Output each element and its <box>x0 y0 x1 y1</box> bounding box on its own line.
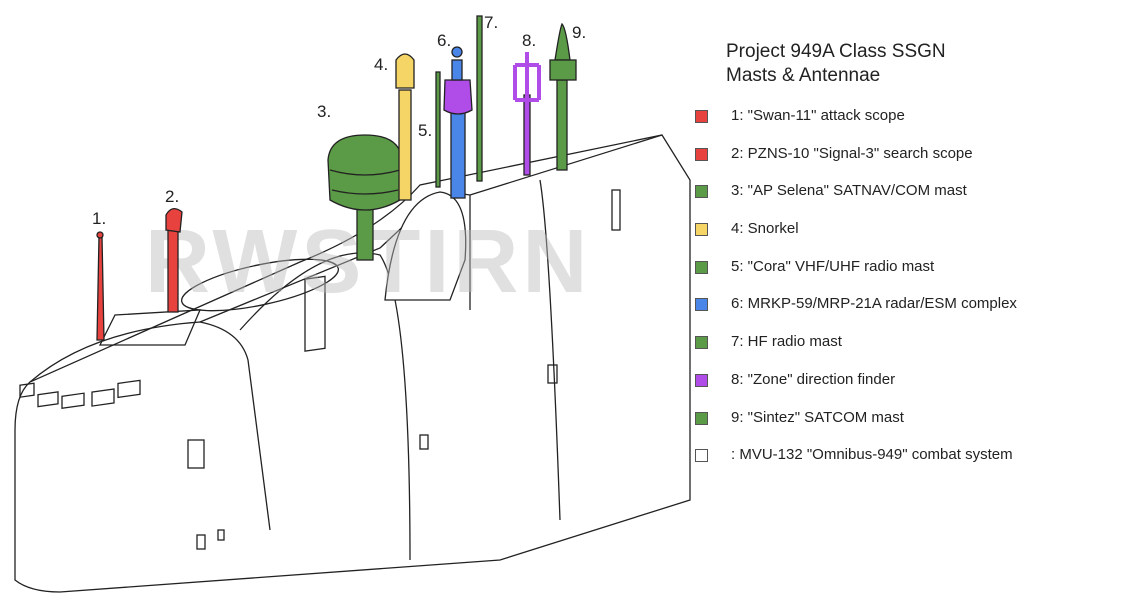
mast-9-sintez <box>549 22 577 171</box>
legend-label: : MVU-132 "Omnibus-949" combat system <box>731 446 1013 464</box>
title-line-2: Masts & Antennae <box>726 65 881 86</box>
mast-label-5: 5. <box>418 121 432 140</box>
legend-swatch <box>695 411 708 425</box>
legend-label: 2: PZNS-10 "Signal-3" search scope <box>731 144 973 162</box>
mast-label-7: 7. <box>484 13 498 32</box>
sail-front-panel <box>29 321 271 531</box>
legend-item: 5: "Cora" VHF/UHF radio mast <box>695 257 934 295</box>
legend-label: 6: MRKP-59/MRP-21A radar/ESM complex <box>731 295 1017 313</box>
legend-swatch <box>695 336 708 350</box>
legend-label: 3: "AP Selena" SATNAV/COM mast <box>731 182 967 200</box>
legend-swatch <box>695 373 708 387</box>
mast-6-radar-esm <box>443 46 473 199</box>
sail-outline <box>14 134 691 593</box>
legend-label: 7: HF radio mast <box>731 333 842 351</box>
legend-swatch <box>695 223 708 237</box>
legend-item: 3: "AP Selena" SATNAV/COM mast <box>695 181 967 219</box>
legend-item: : MVU-132 "Omnibus-949" combat system <box>695 445 1013 483</box>
bridge-windows <box>19 379 141 410</box>
legend: 1: "Swan-11" attack scope 2: PZNS-10 "Sig… <box>695 106 1017 483</box>
mast-1-attack-scope <box>96 231 105 341</box>
mast-label-6: 6. <box>437 31 451 50</box>
mast-4-snorkel <box>395 53 415 201</box>
mast-5-cora <box>435 71 441 188</box>
diagram-title: Project 949A Class SSGN Masts & Antennae <box>726 40 946 88</box>
legend-label: 8: "Zone" direction finder <box>731 370 896 388</box>
legend-item: 8: "Zone" direction finder <box>695 370 895 408</box>
sail-shoulder <box>239 252 411 561</box>
mast-label-3: 3. <box>317 102 331 121</box>
mast-2-search-scope <box>165 208 183 313</box>
mast-label-4: 4. <box>374 55 388 74</box>
mast-3-selena <box>327 134 403 261</box>
legend-swatch <box>695 185 708 199</box>
deck-recess <box>180 258 340 312</box>
legend-swatch <box>695 147 708 161</box>
legend-swatch <box>695 260 708 274</box>
scope-well <box>98 309 202 346</box>
mast-7-hf <box>476 15 483 182</box>
legend-swatch <box>695 298 708 312</box>
hatch-fairing <box>384 191 467 301</box>
mast-label-8: 8. <box>522 31 536 50</box>
sail-top-line <box>199 219 411 323</box>
mast-label-1: 1. <box>92 209 106 228</box>
legend-label: 4: Snorkel <box>731 220 799 238</box>
legend-label: 1: "Swan-11" attack scope <box>731 107 905 124</box>
mast-label-2: 2. <box>165 187 179 206</box>
mast-8-zone <box>513 52 541 176</box>
legend-item: 1: "Swan-11" attack scope <box>695 106 905 144</box>
legend-item: 2: PZNS-10 "Signal-3" search scope <box>695 144 973 182</box>
mast-label-9: 9. <box>572 23 586 42</box>
legend-item: 7: HF radio mast <box>695 332 842 370</box>
legend-item: 9: "Sintez" SATCOM mast <box>695 408 904 446</box>
legend-label: 9: "Sintez" SATCOM mast <box>731 408 904 426</box>
legend-swatch <box>695 110 708 123</box>
legend-item: 6: MRKP-59/MRP-21A radar/ESM complex <box>695 294 1017 332</box>
legend-item: 4: Snorkel <box>695 219 799 257</box>
legend-swatch <box>695 449 708 463</box>
title-line-1: Project 949A Class SSGN <box>726 41 946 62</box>
legend-label: 5: "Cora" VHF/UHF radio mast <box>731 257 935 275</box>
